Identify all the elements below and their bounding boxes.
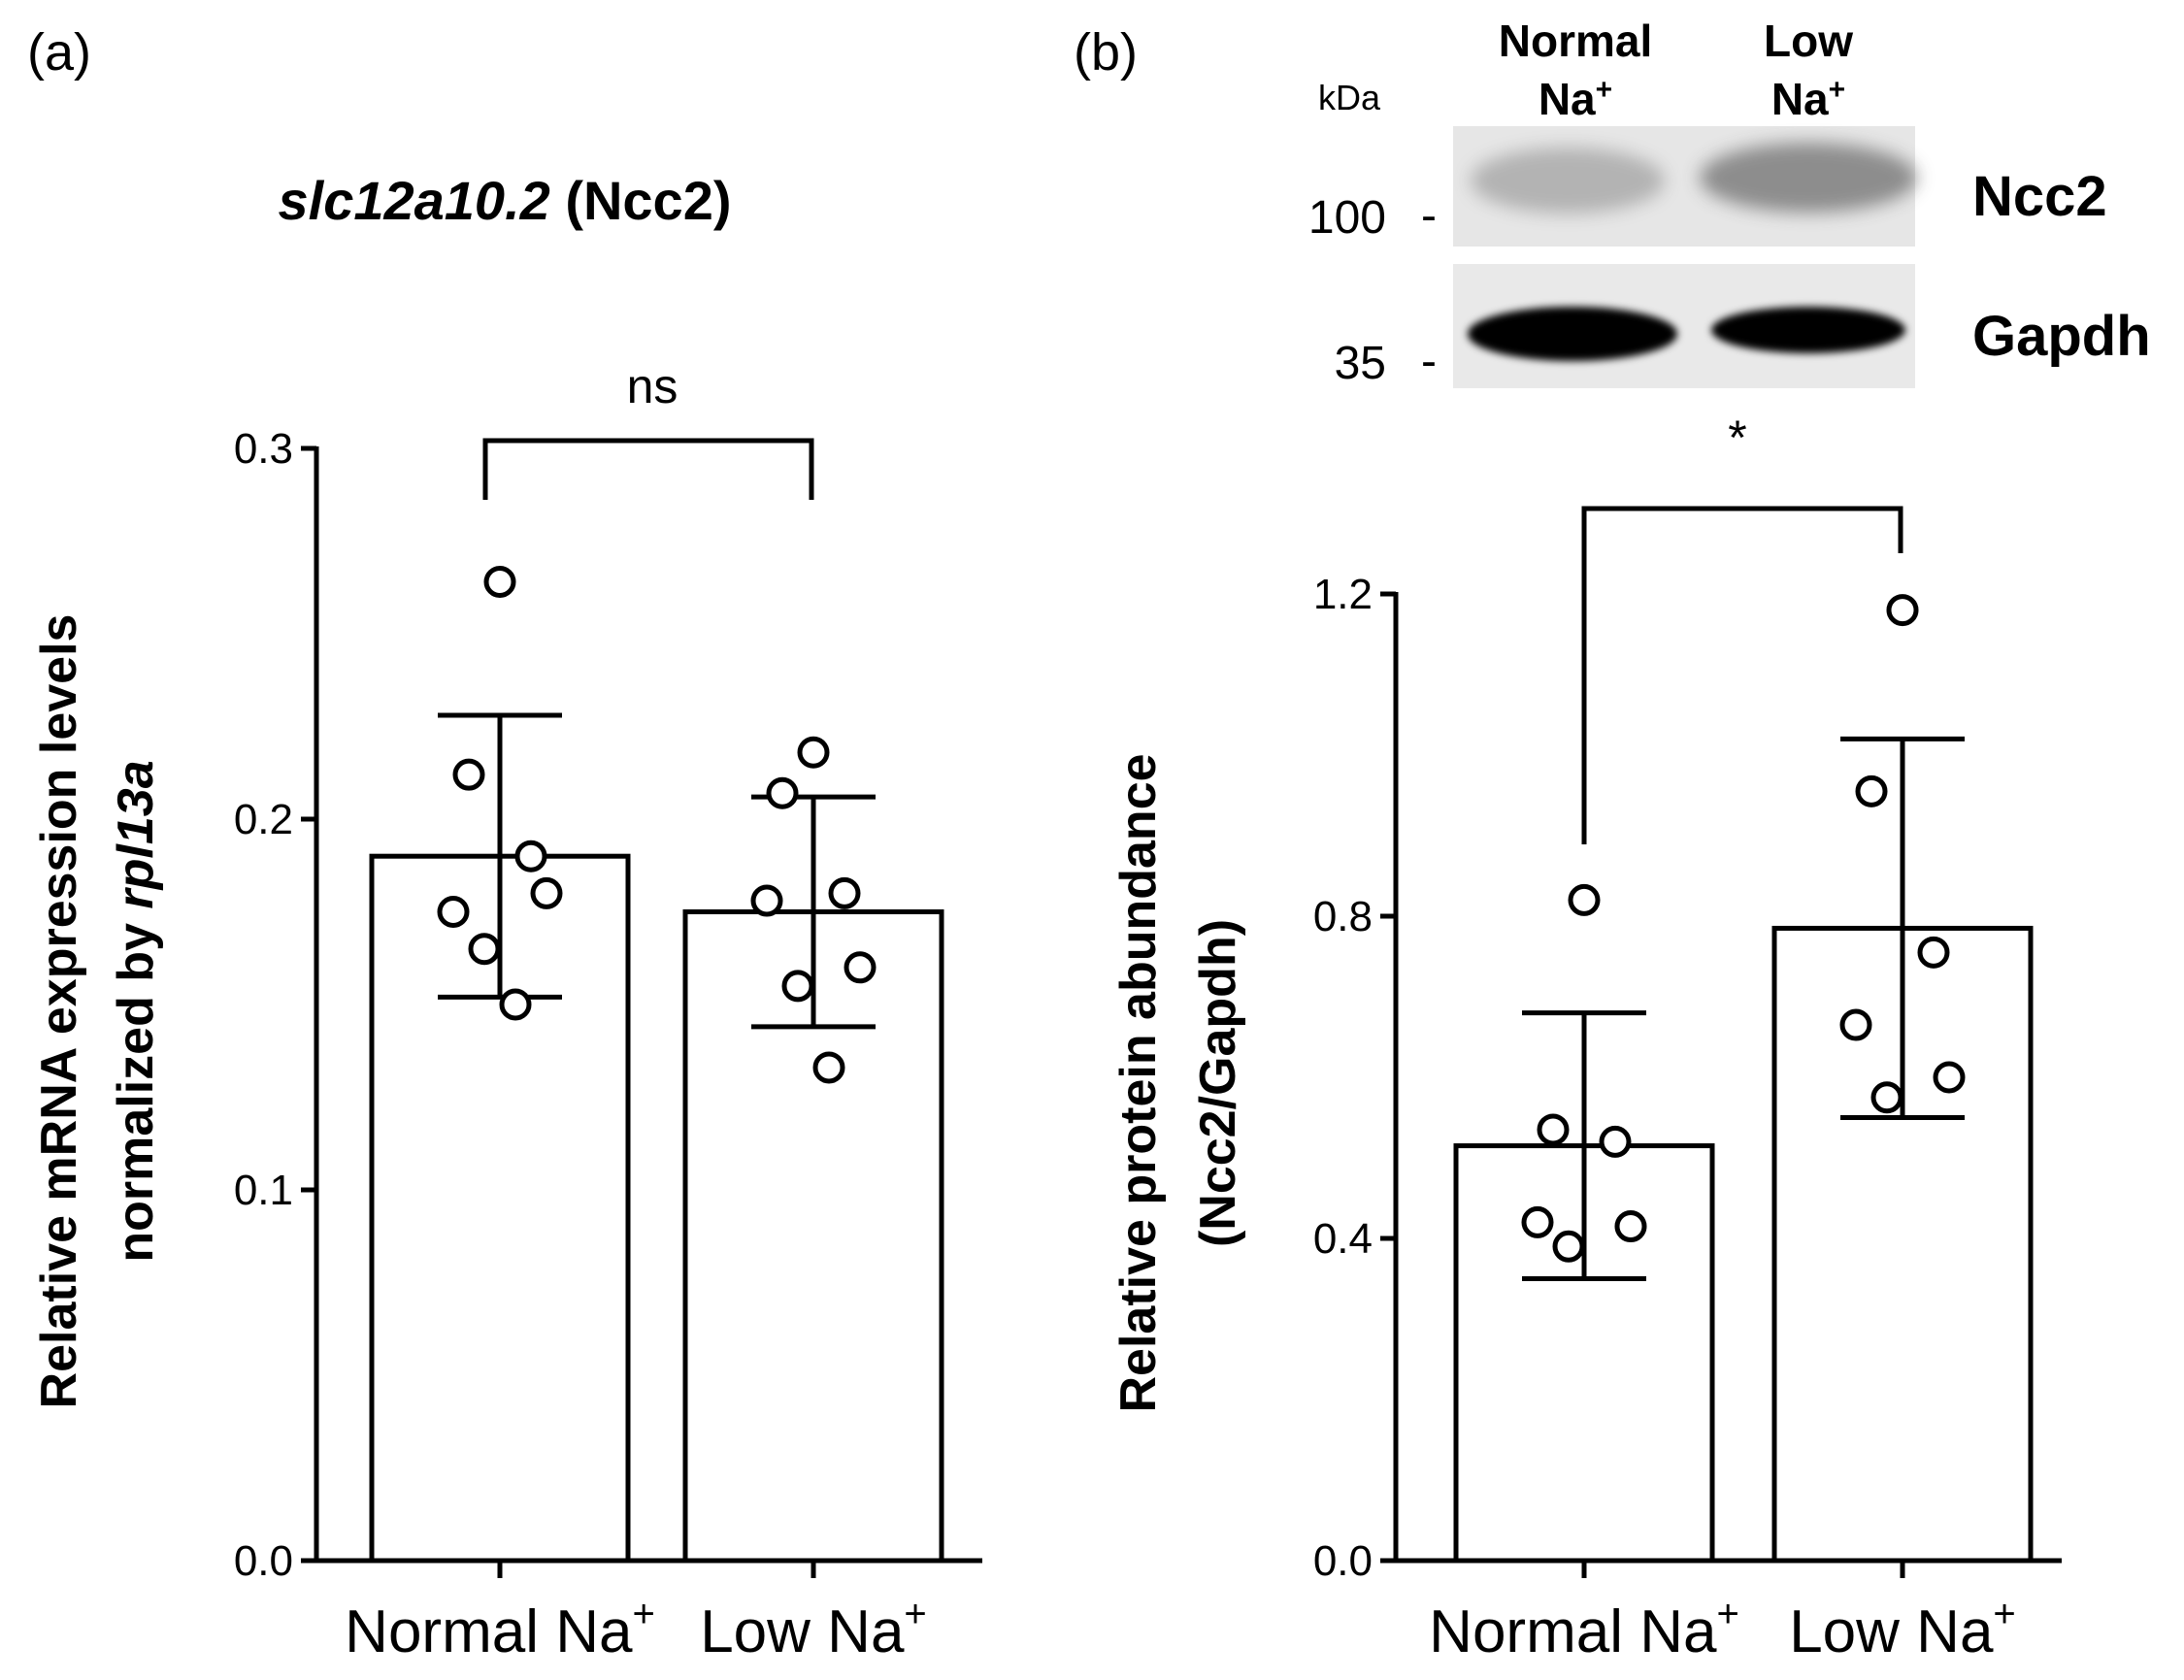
data-point-1-5 (1870, 1081, 1903, 1114)
y-tick-label-1: 0.1 (234, 1167, 293, 1214)
data-point-1-3 (750, 884, 783, 917)
western-blot: kDa Normal Na+ Low Na+ 100 - 35 - Ncc2 G… (1308, 16, 2151, 389)
data-point-0-6 (499, 988, 532, 1021)
data-point-0-0 (1568, 883, 1601, 916)
y-tick-label-1: 0.4 (1313, 1215, 1373, 1263)
data-point-0-5 (1552, 1230, 1585, 1263)
y-tick-label-3: 1.2 (1313, 571, 1373, 618)
blot-kda-label: kDa (1318, 78, 1381, 117)
data-point-1-6 (812, 1051, 845, 1084)
data-point-0-1 (1537, 1113, 1570, 1146)
y-tick-label-3: 0.3 (234, 425, 293, 473)
panel-a-label: (a) (27, 23, 91, 82)
blot-marker-dash-35: - (1421, 336, 1437, 387)
data-point-1-2 (828, 876, 861, 909)
data-point-1-1 (1855, 774, 1888, 807)
blot-lane-low-line2: Na+ (1771, 74, 1845, 124)
panel-a: (a) slc12a10.2 (Ncc2) Relative mRNA expr… (27, 23, 982, 1665)
panel-a-y-axis-label: Relative mRNA expression levels (31, 614, 87, 1409)
data-point-0-4 (1614, 1210, 1647, 1243)
x-tick-label-1: Low Na+ (1789, 1593, 2016, 1665)
blot-band-gapdh-normal (1468, 307, 1677, 361)
data-point-0-4 (530, 876, 563, 909)
panel-b-label: (b) (1074, 23, 1138, 82)
data-point-0-1 (452, 758, 485, 791)
data-point-0-2 (1599, 1125, 1632, 1158)
data-point-1-0 (797, 736, 830, 769)
data-point-1-1 (766, 776, 799, 809)
y-tick-label-2: 0.2 (234, 796, 293, 843)
panel-b-significance-bracket (1581, 506, 1903, 844)
y-tick-label-0: 0.0 (1313, 1537, 1373, 1585)
data-point-0-5 (468, 933, 501, 966)
y-tick-label-2: 0.8 (1313, 893, 1373, 940)
x-tick-label-0: Normal Na+ (345, 1593, 655, 1665)
panel-b-y-axis-label-line2: (Ncc2/Gapdh) (1190, 919, 1246, 1247)
blot-marker-dash-100: - (1421, 190, 1437, 242)
x-tick-label-0: Normal Na+ (1429, 1593, 1739, 1665)
data-point-0-0 (483, 566, 516, 599)
data-point-1-4 (844, 951, 877, 984)
panel-b: (b) kDa Normal Na+ Low Na+ 100 - 35 - Nc… (1074, 16, 2151, 1665)
blot-band-gapdh-low (1711, 307, 1905, 353)
blot-marker-100: 100 (1308, 192, 1386, 244)
panel-a-significance-bracket (482, 438, 814, 500)
panel-b-significance: * (1728, 411, 1746, 465)
blot-marker-35: 35 (1335, 338, 1386, 389)
x-tick-label-1: Low Na+ (700, 1593, 927, 1665)
data-point-1-3 (1839, 1008, 1872, 1041)
data-point-1-4 (1933, 1061, 1966, 1094)
blot-band-label-ncc2: Ncc2 (1972, 165, 2107, 228)
bar-1 (1771, 925, 2034, 1564)
data-point-0-3 (1521, 1205, 1554, 1238)
blot-lane-normal-line2: Na+ (1539, 74, 1612, 124)
data-point-1-5 (781, 970, 814, 1003)
panel-a-y-axis-label-line2: normalized by rpl13a (108, 760, 164, 1262)
blot-band-ncc2-low (1700, 143, 1917, 213)
blot-band-ncc2-normal (1471, 148, 1665, 214)
panel-a-title: slc12a10.2 (Ncc2) (278, 170, 731, 231)
panel-b-y-axis-label: Relative protein abundance (1110, 753, 1167, 1412)
y-tick-label-0: 0.0 (234, 1537, 293, 1585)
blot-lane-low-line1: Low (1764, 16, 1853, 66)
data-point-1-2 (1917, 936, 1950, 969)
blot-lane-normal-line1: Normal (1499, 16, 1652, 66)
blot-band-label-gapdh: Gapdh (1972, 305, 2151, 368)
panel-a-significance: ns (627, 359, 678, 413)
data-point-0-2 (514, 840, 547, 873)
data-point-1-0 (1886, 594, 1919, 627)
data-point-0-3 (437, 896, 470, 928)
